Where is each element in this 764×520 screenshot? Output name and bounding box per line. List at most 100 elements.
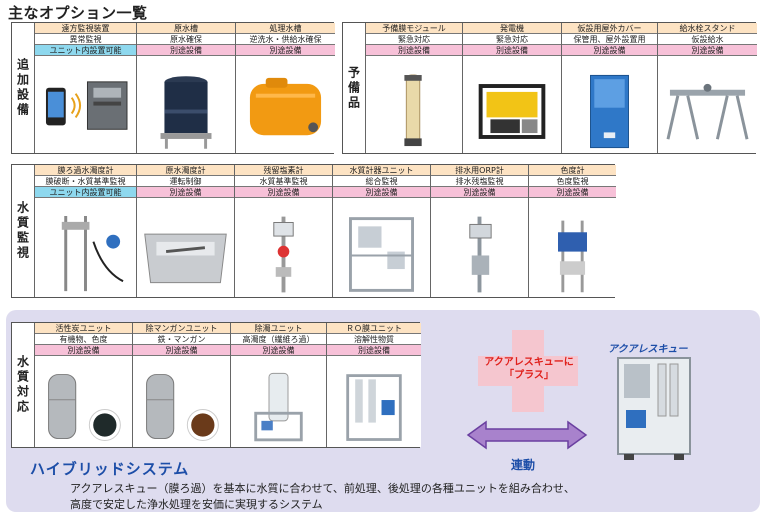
option-card-manganese: 除マンガンユニット 鉄・マンガン 別途設備 — [132, 323, 230, 447]
option-card-activated-carbon: 活性炭ユニット 有機物、色度 別途設備 — [34, 323, 132, 447]
card-purpose: 緊急対応 — [463, 34, 561, 45]
card-purpose: 保管用、屋外設置用 — [562, 34, 657, 45]
card-purpose: 排水残塩監視 — [431, 176, 528, 187]
card-purpose: 運転制御 — [137, 176, 234, 187]
residual-chlorine-image — [235, 212, 332, 297]
treated-tank-image — [236, 70, 335, 153]
option-card-drain-orp: 排水用ORP計 排水残塩監視 別途設備 — [430, 165, 528, 297]
card-purpose: 逆洗水・供給水確保 — [236, 34, 335, 45]
card-tag: 別途設備 — [529, 187, 616, 198]
card-tag: 別途設備 — [137, 45, 235, 56]
plus-caption: アクアレスキューに 「プラス」 — [474, 356, 584, 382]
card-tag: 別途設備 — [235, 187, 332, 198]
card-title: 処理水槽 — [236, 23, 335, 34]
section-treatment: 水質対応 活性炭ユニット 有機物、色度 別途設備 除マンガンユニット 鉄・マンガ… — [11, 322, 421, 448]
option-card-membrane-turbidity: 膜ろ過水濁度計 膜破断・水質基準監視 ユニット内設置可能 — [34, 165, 136, 297]
ro-membrane-image — [327, 370, 421, 447]
card-purpose: 仮設給水 — [658, 34, 757, 45]
card-tag: ユニット内設置可能 — [35, 187, 136, 198]
section-monitor: 水質監視 膜ろ過水濁度計 膜破断・水質基準監視 ユニット内設置可能 原水濁度計 … — [11, 164, 616, 298]
quality-unit-image — [333, 212, 430, 297]
card-title: 色度計 — [529, 165, 616, 176]
manganese-image — [133, 370, 230, 447]
card-title: 原水槽 — [137, 23, 235, 34]
faucet-stand-image — [658, 70, 757, 153]
option-card-residual-chlorine: 残留塩素計 水質基準監視 別途設備 — [234, 165, 332, 297]
card-tag: 別途設備 — [333, 187, 430, 198]
page-title: 主なオプション一覧 — [8, 4, 148, 22]
card-title: 予備膜モジュール — [366, 23, 462, 34]
card-purpose: 異常監視 — [35, 34, 136, 45]
card-tag: 別途設備 — [236, 45, 335, 56]
card-title: 遠方監視装置 — [35, 23, 136, 34]
outdoor-cover-image — [562, 70, 657, 153]
option-card-remote-monitor: 遠方監視装置 異常監視 ユニット内設置可能 — [34, 23, 136, 153]
card-purpose: 溶解性物質 — [327, 334, 421, 345]
section-label: 水質対応 — [15, 355, 30, 415]
option-card-treated-tank: 処理水槽 逆洗水・供給水確保 別途設備 — [235, 23, 335, 153]
card-purpose: 有機物、色度 — [35, 334, 132, 345]
card-purpose: 鉄・マンガン — [133, 334, 230, 345]
card-title: 残留塩素計 — [235, 165, 332, 176]
generator-image — [463, 70, 561, 153]
plus-icon — [478, 330, 578, 412]
card-tag: ユニット内設置可能 — [35, 45, 136, 56]
card-tag: 別途設備 — [658, 45, 757, 56]
color-meter-image — [529, 212, 616, 297]
section-label: 追加設備 — [15, 58, 30, 118]
membrane-turbidity-image — [35, 212, 136, 297]
hybrid-description-line1: アクアレスキュー（膜ろ過）を基本に水質に合わせて、前処理、後処理の各種ユニットを… — [70, 482, 575, 495]
aqua-rescue-unit-image — [617, 357, 691, 460]
option-card-outdoor-cover: 仮設用屋外カバー 保管用、屋外設置用 別途設備 — [561, 23, 657, 153]
link-label: 連動 — [511, 458, 536, 472]
card-title: 給水栓スタンド — [658, 23, 757, 34]
card-tag: 別途設備 — [35, 345, 132, 356]
raw-turbidity-image — [137, 212, 234, 297]
option-card-turbidity-removal: 除濁ユニット 高濁度（繊維ろ過） 別途設備 — [230, 323, 326, 447]
option-card-raw-turbidity: 原水濁度計 運転制御 別途設備 — [136, 165, 234, 297]
hybrid-system-title: ハイブリッドシステム — [30, 460, 190, 478]
card-purpose: 原水確保 — [137, 34, 235, 45]
card-title: 発電機 — [463, 23, 561, 34]
hybrid-description-line2: 高度で安定した浄水処理を安価に実現するシステム — [70, 498, 323, 511]
section-label: 水質監視 — [15, 201, 30, 261]
drain-orp-image — [431, 212, 528, 297]
card-purpose: 総合監視 — [333, 176, 430, 187]
section-addon: 追加設備 遠方監視装置 異常監視 ユニット内設置可能 原水槽 原水確保 別途設備 — [11, 22, 335, 154]
card-purpose: 色度監視 — [529, 176, 616, 187]
option-card-quality-unit: 水質計器ユニット 総合監視 別途設備 — [332, 165, 430, 297]
card-purpose: 水質基準監視 — [235, 176, 332, 187]
option-card-raw-tank: 原水槽 原水確保 別途設備 — [136, 23, 235, 153]
card-title: 除濁ユニット — [231, 323, 326, 334]
card-tag: 別途設備 — [137, 187, 234, 198]
card-tag: 別途設備 — [231, 345, 326, 356]
plus-caption-line1: アクアレスキューに — [484, 357, 574, 368]
card-title: ＲＯ膜ユニット — [327, 323, 421, 334]
card-title: 水質計器ユニット — [333, 165, 430, 176]
card-purpose: 高濁度（繊維ろ過） — [231, 334, 326, 345]
option-card-generator: 発電機 緊急対応 別途設備 — [462, 23, 561, 153]
double-arrow-icon — [466, 420, 588, 450]
card-tag: 別途設備 — [366, 45, 462, 56]
card-tag: 別途設備 — [133, 345, 230, 356]
card-title: 除マンガンユニット — [133, 323, 230, 334]
raw-tank-image — [137, 70, 235, 153]
card-tag: 別途設備 — [463, 45, 561, 56]
spare-membrane-image — [366, 70, 462, 153]
option-card-color-meter: 色度計 色度監視 別途設備 — [528, 165, 616, 297]
card-title: 仮設用屋外カバー — [562, 23, 657, 34]
card-title: 活性炭ユニット — [35, 323, 132, 334]
section-label: 予備品 — [346, 65, 361, 111]
section-spare: 予備品 予備膜モジュール 緊急対応 別途設備 発電機 緊急対応 別途設備 仮設用… — [342, 22, 757, 154]
plus-caption-line2: 「プラス」 — [504, 370, 554, 381]
card-purpose: 緊急対応 — [366, 34, 462, 45]
option-card-spare-membrane: 予備膜モジュール 緊急対応 別途設備 — [365, 23, 462, 153]
option-card-ro-membrane: ＲＯ膜ユニット 溶解性物質 別途設備 — [326, 323, 421, 447]
card-tag: 別途設備 — [562, 45, 657, 56]
turbidity-removal-image — [231, 370, 326, 447]
brand-label: アクアレスキュー — [608, 344, 688, 355]
card-title: 排水用ORP計 — [431, 165, 528, 176]
option-card-faucet-stand: 給水栓スタンド 仮設給水 別途設備 — [657, 23, 757, 153]
card-title: 膜ろ過水濁度計 — [35, 165, 136, 176]
card-tag: 別途設備 — [327, 345, 421, 356]
